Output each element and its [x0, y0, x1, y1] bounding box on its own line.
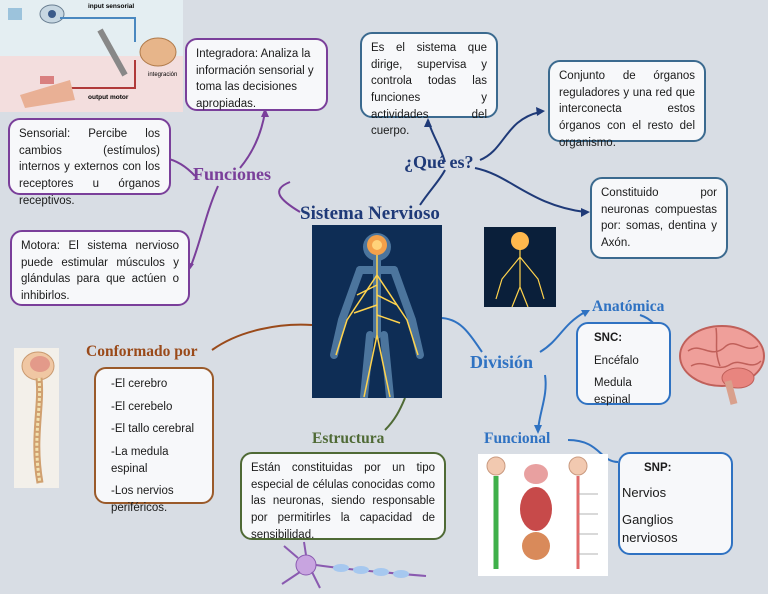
dirige-box: Es el sistema que dirige, supervisa y co… [360, 32, 498, 137]
snp-item-0: Nervios [622, 484, 667, 500]
central-title: Sistema Nervioso [300, 203, 440, 224]
arrowhead [581, 310, 590, 317]
conformado-box: -El cerebro -El cerebelo -El tallo cereb… [94, 367, 214, 514]
arrowhead [536, 107, 545, 116]
peripheral-nervous-image [478, 454, 608, 576]
conformado-item-4: -Los nervios periféricos. [111, 485, 174, 515]
arrowhead [534, 425, 542, 434]
sensorial-text: Sensorial: Percibe los cambios (estímulo… [19, 128, 160, 207]
snc-item-1: Medula espinal [594, 377, 632, 407]
connector-sistema-quees [419, 169, 446, 206]
constituido-text: Constituido por neuronas compuestas por:… [601, 187, 717, 250]
connector-sistema-division [439, 317, 483, 353]
snp-box: SNP: Nervios Ganglios nerviosos [618, 452, 733, 555]
conjunto-text: Conjunto de órganos reguladores y una re… [559, 70, 695, 149]
constituido-box: Constituido por neuronas compuestas por:… [590, 177, 728, 259]
connector-sistema-funciones [278, 181, 301, 213]
arrowhead [581, 208, 590, 217]
neuron-image [276, 540, 436, 594]
dirige-text: Es el sistema que dirige, supervisa y co… [371, 42, 487, 138]
snp-item-1: Ganglios nerviosos [622, 511, 678, 546]
conformado-item-0: -El cerebro [111, 378, 168, 390]
conformado-item-1: -El cerebelo [111, 400, 173, 413]
conformado-item-3: -La medula espinal [111, 446, 169, 475]
estructura-text: Están constituidas por un tipo especial … [251, 462, 435, 541]
snp-label: SNP: [644, 462, 672, 474]
motora-text: Motora: El sistema nervioso puede estimu… [21, 240, 179, 303]
label-output-motor: output motor [88, 94, 129, 101]
connector-quees-conjunto [479, 111, 541, 161]
motora-box: Motora: El sistema nervioso puede estimu… [10, 230, 190, 306]
funciones-title: Funciones [193, 164, 272, 184]
conjunto-box: Conjunto de órganos reguladores y una re… [548, 60, 706, 149]
funcional-title: Funcional [484, 430, 551, 447]
arrowhead [424, 118, 432, 127]
nervous-system-figure-small [484, 227, 556, 307]
brain-image [676, 316, 768, 406]
que-es-title: ¿Qué es? [404, 152, 474, 172]
connector-funciones-motora [189, 185, 219, 269]
integradora-text: Integradora: Analiza la información sens… [196, 48, 314, 111]
label-input-sensorial: input sensorial [88, 3, 135, 10]
arrowhead [261, 108, 269, 117]
integradora-box: Integradora: Analiza la información sens… [185, 38, 328, 111]
connector-quees-constituido [474, 167, 586, 213]
reflex-arc-diagram: input sensorial integración output motor [0, 0, 183, 112]
spine-side-image [14, 348, 59, 488]
connector-sistema-conformado [211, 323, 313, 351]
estructura-box: Están constituidas por un tipo especial … [240, 452, 446, 541]
nervous-system-body-image [312, 225, 442, 398]
conformado-item-2: -El tallo cerebral [111, 423, 195, 436]
conformado-title: Conformado por [86, 343, 198, 360]
connector-division-anatomica [539, 311, 586, 353]
snc-box: SNC: Encéfalo Medula espinal [576, 322, 671, 407]
connector-funciones-integradora [239, 111, 266, 169]
anatomica-title: Anatómica [592, 298, 665, 315]
label-integracion: integración [148, 72, 178, 78]
sensorial-box: Sensorial: Percibe los cambios (estímulo… [8, 118, 171, 207]
snc-label: SNC: [594, 332, 623, 344]
connector-funcional-snp [567, 439, 619, 463]
connector-sistema-estructura [384, 397, 406, 431]
connector-division-funcional [537, 374, 547, 431]
estructura-title: Estructura [312, 430, 385, 447]
snc-item-0: Encéfalo [594, 354, 639, 367]
division-title: División [470, 352, 534, 372]
